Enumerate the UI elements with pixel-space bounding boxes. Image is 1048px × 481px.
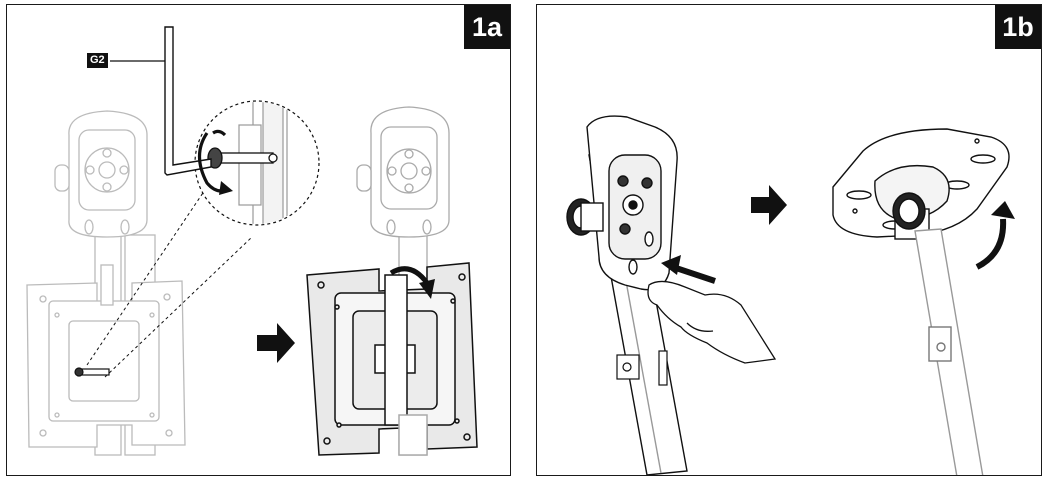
step-badge-1a: 1a bbox=[464, 5, 510, 49]
rotate-arrow-icon bbox=[389, 266, 435, 299]
knob-right bbox=[892, 192, 926, 230]
illustration-1a bbox=[26, 26, 478, 456]
next-step-arrow-icon bbox=[257, 323, 295, 363]
vertical-arm-right bbox=[914, 228, 984, 475]
knob-left bbox=[566, 198, 604, 236]
step-badge-1b: 1b bbox=[995, 5, 1041, 49]
ceiling-plate-tilted bbox=[586, 115, 678, 291]
step-panel-1a: 1a G2 bbox=[6, 4, 511, 476]
hex-key-icon bbox=[164, 26, 212, 176]
push-arrow-icon bbox=[661, 255, 716, 284]
vesa-plate bbox=[306, 262, 478, 456]
hand-icon bbox=[647, 280, 777, 364]
illustration-1b bbox=[566, 115, 1015, 475]
detail-magnifier bbox=[164, 26, 320, 226]
bolt-small bbox=[74, 367, 110, 377]
part-label-g2: G2 bbox=[87, 53, 108, 68]
arm-clamp bbox=[616, 350, 668, 386]
next-step-arrow-icon bbox=[751, 185, 787, 225]
tv-mount-ghost-left bbox=[26, 110, 186, 456]
step-panel-1b: 1b bbox=[536, 4, 1042, 476]
rotate-arrow-icon bbox=[975, 201, 1015, 270]
